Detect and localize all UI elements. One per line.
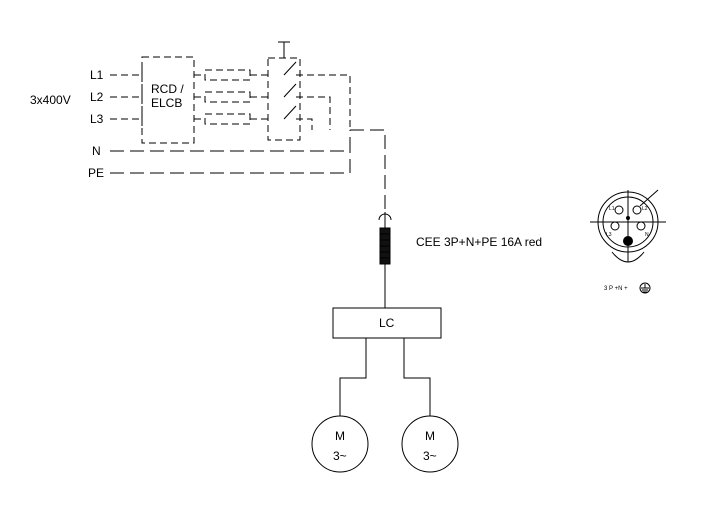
lc-controller: LC xyxy=(332,307,442,339)
feeder-cable xyxy=(350,129,386,210)
neutral-pe-buses xyxy=(110,130,351,174)
supply-voltage-label: 3x400V xyxy=(30,93,71,107)
socket-caption: 3 P +N + xyxy=(604,286,628,292)
neutral-label: N xyxy=(92,144,101,158)
earth-icon xyxy=(639,282,651,294)
rcd-to-switch-wiring xyxy=(194,69,268,125)
lc-label: LC xyxy=(379,316,395,330)
pe-label: PE xyxy=(88,166,104,180)
motor-feeds xyxy=(339,338,431,418)
line-label-l3: L3 xyxy=(90,112,104,126)
motor-1: M 3~ xyxy=(311,415,369,473)
line-label-l2: L2 xyxy=(90,90,104,104)
plug-label: CEE 3P+N+PE 16A red xyxy=(416,235,542,249)
cee-plug-symbol xyxy=(378,212,392,265)
rcd-elcb-device: RCD / ELCB xyxy=(141,56,195,144)
socket-pin-n: N xyxy=(645,232,649,238)
motor-1-phase: 3~ xyxy=(333,449,347,463)
socket-pin-l2: L2 xyxy=(642,206,648,212)
motor-2-name: M xyxy=(425,429,435,443)
input-leads xyxy=(110,74,142,120)
motor-1-name: M xyxy=(335,429,345,443)
rcd-label-line2: ELCB xyxy=(151,96,182,110)
main-switch xyxy=(267,41,351,141)
cee-socket-icon: L1 L2 L3 N xyxy=(590,189,666,263)
motor-2-phase: 3~ xyxy=(423,449,437,463)
motor-2: M 3~ xyxy=(401,415,459,473)
line-label-l1: L1 xyxy=(90,68,104,82)
socket-pin-l3: L3 xyxy=(606,232,612,238)
socket-pin-l1: L1 xyxy=(609,206,615,212)
rcd-label-line1: RCD / xyxy=(151,82,184,96)
